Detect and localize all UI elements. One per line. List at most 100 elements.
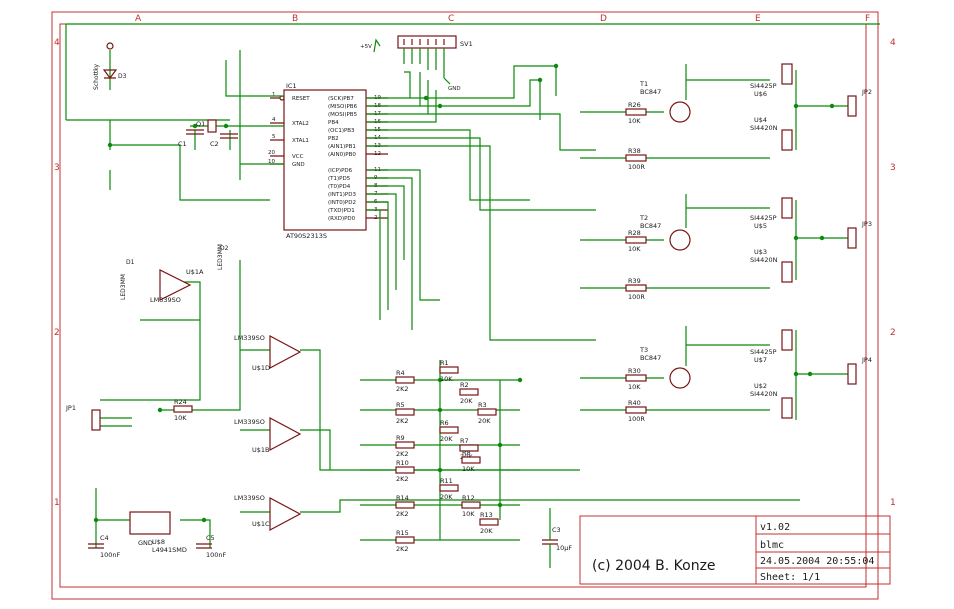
c4-label: C4 xyxy=(100,534,109,542)
u7-name: U$7 xyxy=(754,356,767,364)
driver-resistor-name: R28 xyxy=(628,229,641,237)
network-resistor-name: R13 xyxy=(480,511,493,519)
ic1-pin-reset: RESET xyxy=(292,96,310,102)
reg-gnd: GND xyxy=(138,539,153,547)
mosfet-bridge-2: SI4425P U$5 U$3 SI4420N xyxy=(750,197,793,283)
driver-resistor-name: R30 xyxy=(628,367,641,375)
network-resistor xyxy=(395,376,415,384)
ic1-right-pin: (RXD)PD0 xyxy=(328,216,356,222)
network-resistor-name: R14 xyxy=(396,494,409,502)
driver-resistor xyxy=(625,154,647,162)
network-resistor-value: 20K xyxy=(460,397,473,405)
u2-name: U$2 xyxy=(754,382,767,390)
network-resistor xyxy=(395,466,415,474)
network-resistor-name: R15 xyxy=(396,529,409,537)
frame-col-labels: A B C D E F xyxy=(135,14,870,24)
ic1-right-pin: PB2 xyxy=(328,136,339,142)
voltage-regulator: GND U$8 L4941SMD xyxy=(129,511,187,554)
t3-name: T3 xyxy=(639,346,648,354)
c1-label: C1 xyxy=(178,140,187,148)
ic1-part: AT90S2313S xyxy=(286,232,327,240)
sv1-gnd: GND xyxy=(448,86,461,92)
c3-capacitor: C3 10µF xyxy=(542,508,572,568)
ic1-left-pins: RESET XTAL2 XTAL1 VCC GND 1 4 5 20 10 xyxy=(268,92,310,168)
network-resistor xyxy=(459,388,479,396)
ic1-pinnum-1: 1 xyxy=(272,92,276,98)
c5-label: C5 xyxy=(206,534,215,542)
ic1-right-pin: (INT1)PD3 xyxy=(328,192,356,198)
network-resistor-value: 10K xyxy=(462,465,475,473)
network-resistor xyxy=(439,366,459,374)
title-copyright: (c) 2004 B. Konze xyxy=(592,558,716,574)
network-resistors: R42K2R110KR220KR320KR52K2R620KR720KR92K2… xyxy=(395,359,499,553)
wires xyxy=(65,23,880,548)
ic1-pinnum-5: 5 xyxy=(272,134,276,140)
driver-resistor-value: 100R xyxy=(628,163,645,171)
jp1-connector: JP1 xyxy=(65,404,101,431)
ic1-pinnum-20: 20 xyxy=(268,150,275,156)
ic1-right-pin: (AIN1)PB1 xyxy=(328,144,356,150)
r24-name: R24 xyxy=(174,398,187,406)
jp4-label: JP4 xyxy=(861,356,872,364)
d2-label: D2 xyxy=(220,245,229,252)
network-resistor xyxy=(395,501,415,509)
network-resistor-name: R9 xyxy=(396,434,405,442)
ic1-right-pin: (SCK)PB7 xyxy=(328,96,354,102)
driver-resistor xyxy=(625,374,647,382)
d3-part: Schottky xyxy=(93,63,100,90)
ic1-right-pin: (TXD)PD1 xyxy=(328,208,355,214)
u1c-part: LM339SO xyxy=(234,494,265,502)
q1-crystal: Q1 xyxy=(196,119,217,133)
jp1-label: JP1 xyxy=(65,404,76,412)
u4-name: U$4 xyxy=(754,116,767,124)
driver-resistor xyxy=(625,108,647,116)
row-2-right: 2 xyxy=(890,328,896,338)
u1d-name: U$1D xyxy=(252,364,270,372)
d1-label: D1 xyxy=(126,259,135,266)
ic1-right-pin: (T1)PD5 xyxy=(328,176,351,182)
q1-label: Q1 xyxy=(196,120,205,128)
row-1-right: 1 xyxy=(890,498,896,508)
c5-capacitor: C5 100nF xyxy=(196,534,227,559)
ic1-pin-xtal1: XTAL1 xyxy=(292,138,309,144)
u1a-part: LM339SO xyxy=(150,296,181,304)
network-resistor-name: R3 xyxy=(478,401,487,409)
driver-resistor xyxy=(625,236,647,244)
network-resistor xyxy=(477,408,497,416)
network-resistor-value: 2K2 xyxy=(396,545,409,553)
network-resistor xyxy=(461,501,481,509)
row-4-right: 4 xyxy=(890,38,896,48)
network-resistor-value: 20K xyxy=(440,435,453,443)
t2-part: BC847 xyxy=(640,222,661,230)
network-resistor-name: R11 xyxy=(440,477,453,485)
network-resistor xyxy=(395,408,415,416)
u1b-part: LM339SO xyxy=(234,418,265,426)
u6-name: U$6 xyxy=(754,90,767,98)
col-b: B xyxy=(292,14,298,24)
d2-part: LED3MM xyxy=(217,244,224,270)
row-4: 4 xyxy=(54,38,60,48)
network-resistor-name: R6 xyxy=(440,419,449,427)
mosfet-bridge-1: SI4425P U$6 U$4 SI4420N xyxy=(750,63,793,151)
network-resistor-name: R12 xyxy=(462,494,475,502)
driver-resistor-value: 10K xyxy=(628,245,641,253)
reg-name: U$8 xyxy=(152,538,165,546)
u7-part: SI4425P xyxy=(750,348,777,356)
network-resistor-value: 2K2 xyxy=(396,417,409,425)
col-a: A xyxy=(135,14,142,24)
row-3: 3 xyxy=(54,163,60,173)
t1-part: BC847 xyxy=(640,88,661,96)
u1c-name: U$1C xyxy=(252,520,270,528)
c1-capacitor: C1 xyxy=(178,129,204,148)
network-resistor-name: R4 xyxy=(396,369,405,377)
driver-resistor-name: R26 xyxy=(628,101,641,109)
network-resistor xyxy=(479,518,499,526)
d3-diode: D3 Schottky xyxy=(93,42,127,90)
jp4-connector: JP4 xyxy=(847,356,872,385)
network-resistor-name: R1 xyxy=(440,359,449,367)
network-resistor xyxy=(439,426,459,434)
ic1-pinnum-4: 4 xyxy=(272,117,276,123)
title-datetime: 24.05.2004 20:55:04 xyxy=(760,556,874,567)
network-resistor-name: R2 xyxy=(460,381,469,389)
